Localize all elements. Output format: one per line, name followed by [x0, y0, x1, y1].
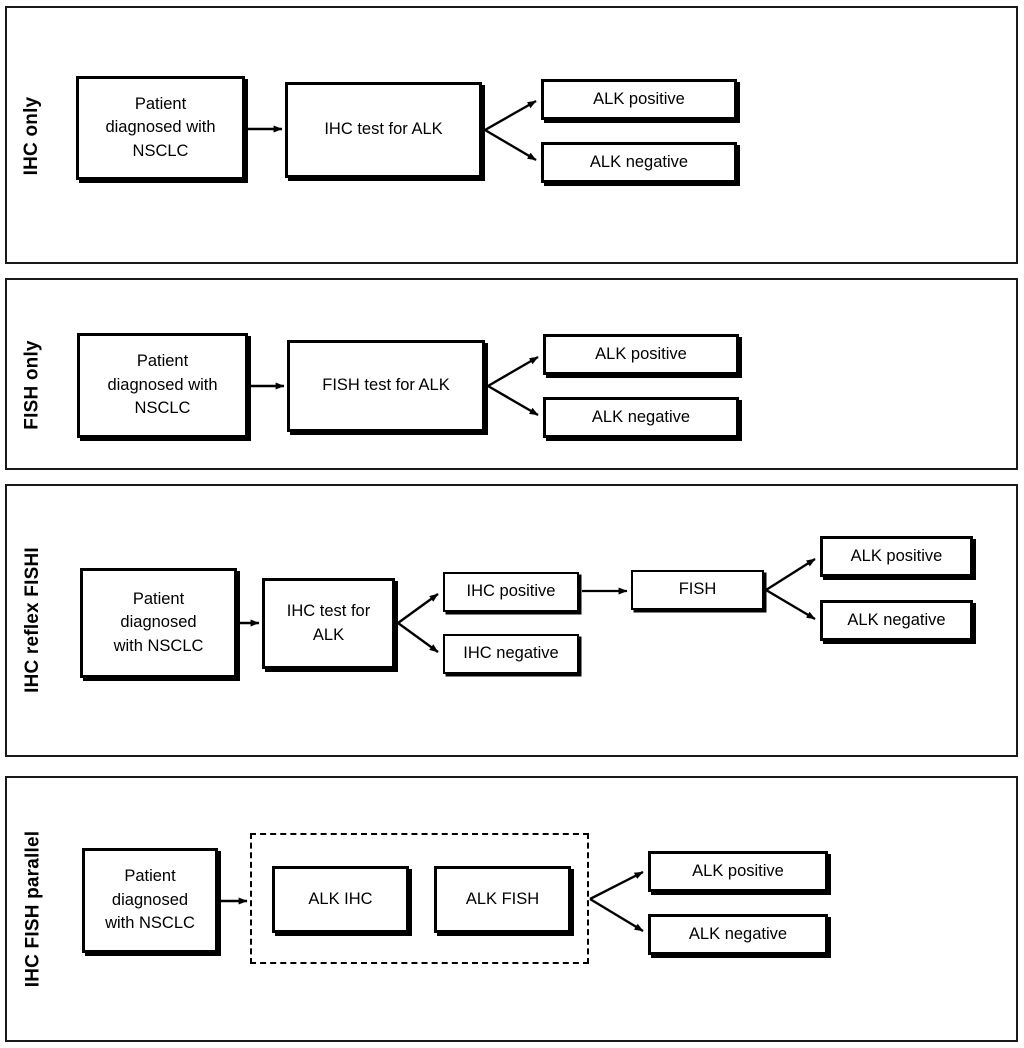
node-text-line2: diagnosed with — [107, 375, 218, 394]
panel-label-ihc-reflex-fish: IHC reflex FISHI — [22, 547, 43, 693]
node-patient-nsclc-panel4: Patient diagnosed with NSCLC — [82, 848, 218, 953]
node-text-line1: IHC test for — [286, 602, 371, 621]
node-text: ALK negative — [591, 407, 691, 426]
node-alk-negative-panel4: ALK negative — [648, 914, 828, 955]
node-patient-nsclc-panel3: Patient diagnosed with NSCLC — [80, 568, 237, 678]
node-text-line2: diagnosed with — [105, 118, 216, 137]
node-text: ALK positive — [692, 861, 784, 880]
node-text: ALK negative — [688, 924, 788, 943]
parallel-testing-group — [250, 833, 589, 964]
node-ihc-test-panel1: IHC test for ALK — [285, 82, 482, 178]
node-fish-panel3: FISH — [631, 570, 764, 610]
node-ihc-test-panel3: IHC test for ALK — [262, 578, 395, 669]
node-alk-ihc-panel4: ALK IHC — [272, 866, 409, 933]
node-text-line2: diagnosed — [120, 613, 197, 632]
node-alk-negative-panel2: ALK negative — [543, 397, 739, 438]
node-text: ALK FISH — [465, 889, 540, 908]
node-alk-positive-panel4: ALK positive — [648, 851, 828, 892]
node-alk-negative-panel3: ALK negative — [820, 600, 973, 641]
node-text: FISH — [678, 580, 717, 599]
node-text-line1: Patient — [132, 589, 185, 608]
node-patient-nsclc-panel1: Patient diagnosed with NSCLC — [76, 76, 245, 180]
node-alk-fish-panel4: ALK FISH — [434, 866, 571, 933]
node-text-line1: Patient — [136, 352, 189, 371]
panel-label-fish-only: FISH only — [21, 340, 43, 430]
node-alk-positive-panel1: ALK positive — [541, 79, 737, 120]
node-text: ALK IHC — [308, 889, 373, 908]
node-patient-nsclc-panel2: Patient diagnosed with NSCLC — [77, 333, 248, 438]
node-text-line3: NSCLC — [132, 141, 189, 160]
node-alk-negative-panel1: ALK negative — [541, 142, 737, 183]
node-text: ALK positive — [593, 89, 685, 108]
node-ihc-positive-panel3: IHC positive — [443, 572, 579, 612]
node-text: FISH test for ALK — [322, 376, 450, 395]
node-ihc-negative-panel3: IHC negative — [443, 634, 579, 674]
node-text-line2: diagnosed — [111, 890, 189, 909]
node-text-line3: with NSCLC — [105, 914, 195, 933]
node-alk-positive-panel3: ALK positive — [820, 536, 973, 577]
panel-label-ihc-only: IHC only — [21, 96, 42, 176]
node-fish-test-panel2: FISH test for ALK — [287, 340, 485, 432]
node-text: ALK negative — [847, 610, 946, 629]
panel-label-ihc-fish-parallel: IHC FISH parallel — [22, 830, 44, 988]
node-text-line1: Patient — [124, 867, 176, 886]
node-text-line1: Patient — [134, 94, 187, 113]
node-text: IHC negative — [463, 644, 559, 663]
node-text-line2: ALK — [312, 625, 345, 644]
node-text: IHC test for ALK — [324, 120, 443, 139]
node-text: ALK negative — [589, 152, 689, 171]
node-text: ALK positive — [850, 546, 943, 565]
node-alk-positive-panel2: ALK positive — [543, 334, 739, 375]
node-text: ALK positive — [595, 344, 687, 363]
node-text-line3: with NSCLC — [113, 636, 204, 655]
node-text: IHC positive — [466, 582, 556, 601]
node-text-line3: NSCLC — [134, 399, 191, 418]
